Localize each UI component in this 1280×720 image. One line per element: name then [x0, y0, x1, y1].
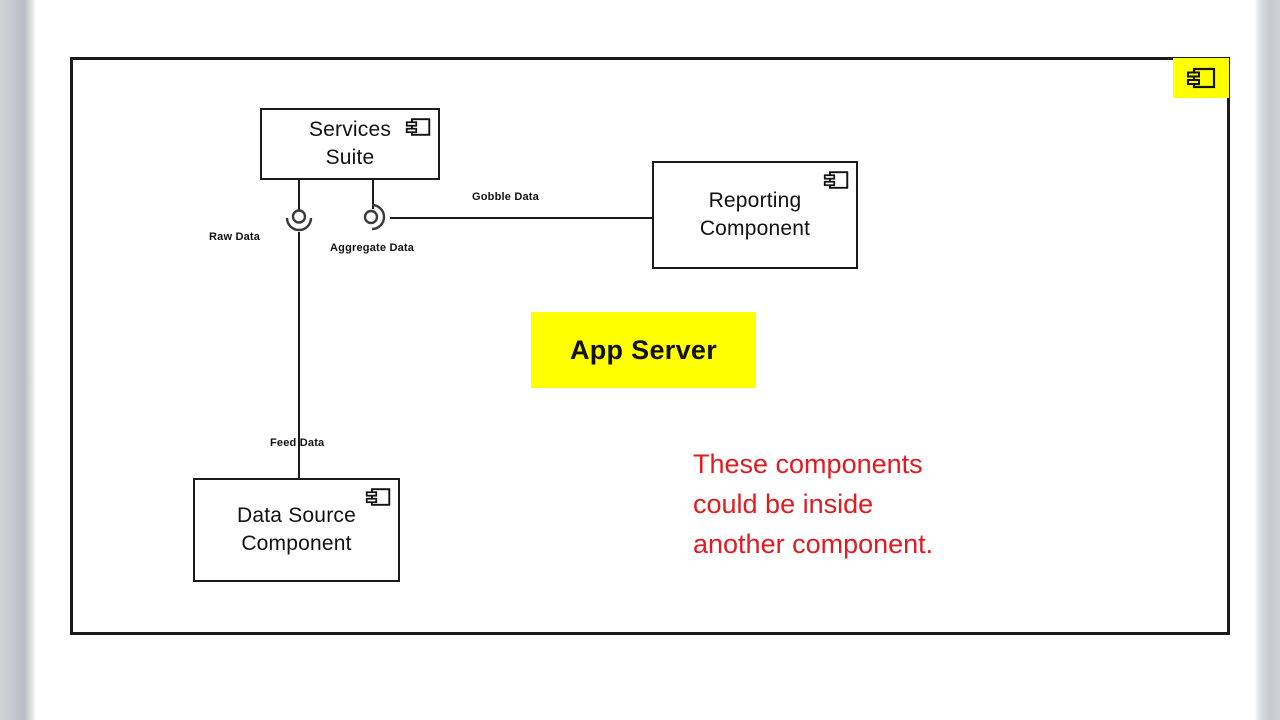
connector-feed-data-line	[298, 232, 300, 478]
right-page-gutter	[1254, 0, 1280, 720]
component-services-suite[interactable]: Services Suite	[260, 108, 440, 180]
app-server-highlight-note: App Server	[531, 312, 756, 388]
component-reporting-component[interactable]: Reporting Component	[652, 161, 858, 269]
connector-gobble-data-line	[390, 217, 652, 219]
component-data-source-component-label: Data Source Component	[237, 504, 356, 555]
ball-and-socket-aggregate-data	[363, 203, 386, 231]
left-page-gutter	[0, 0, 36, 720]
component-data-source-component[interactable]: Data Source Component	[193, 478, 400, 582]
component-services-suite-label: Services Suite	[308, 118, 392, 169]
interface-label-aggregate-data: Aggregate Data	[330, 242, 415, 254]
diagram-frame: Raw Data Aggregate Data Gobble Data Feed…	[70, 57, 1230, 635]
connector-raw-data-stem	[298, 180, 300, 211]
annotation-text: These components could be inside another…	[693, 449, 934, 559]
app-server-note-text: App Server	[569, 334, 718, 365]
component-icon	[1187, 67, 1216, 89]
connector-aggregate-stem	[372, 180, 374, 209]
interface-label-raw-data: Raw Data	[209, 231, 261, 243]
component-icon	[365, 488, 391, 506]
component-icon	[405, 118, 431, 136]
component-reporting-component-label: Reporting Component	[699, 189, 811, 240]
connector-label-gobble-data: Gobble Data	[472, 191, 539, 203]
ball-and-socket-raw-data	[285, 209, 313, 232]
component-icon	[823, 171, 849, 189]
frame-component-icon	[1173, 58, 1229, 98]
connector-label-feed-data: Feed Data	[270, 437, 325, 449]
